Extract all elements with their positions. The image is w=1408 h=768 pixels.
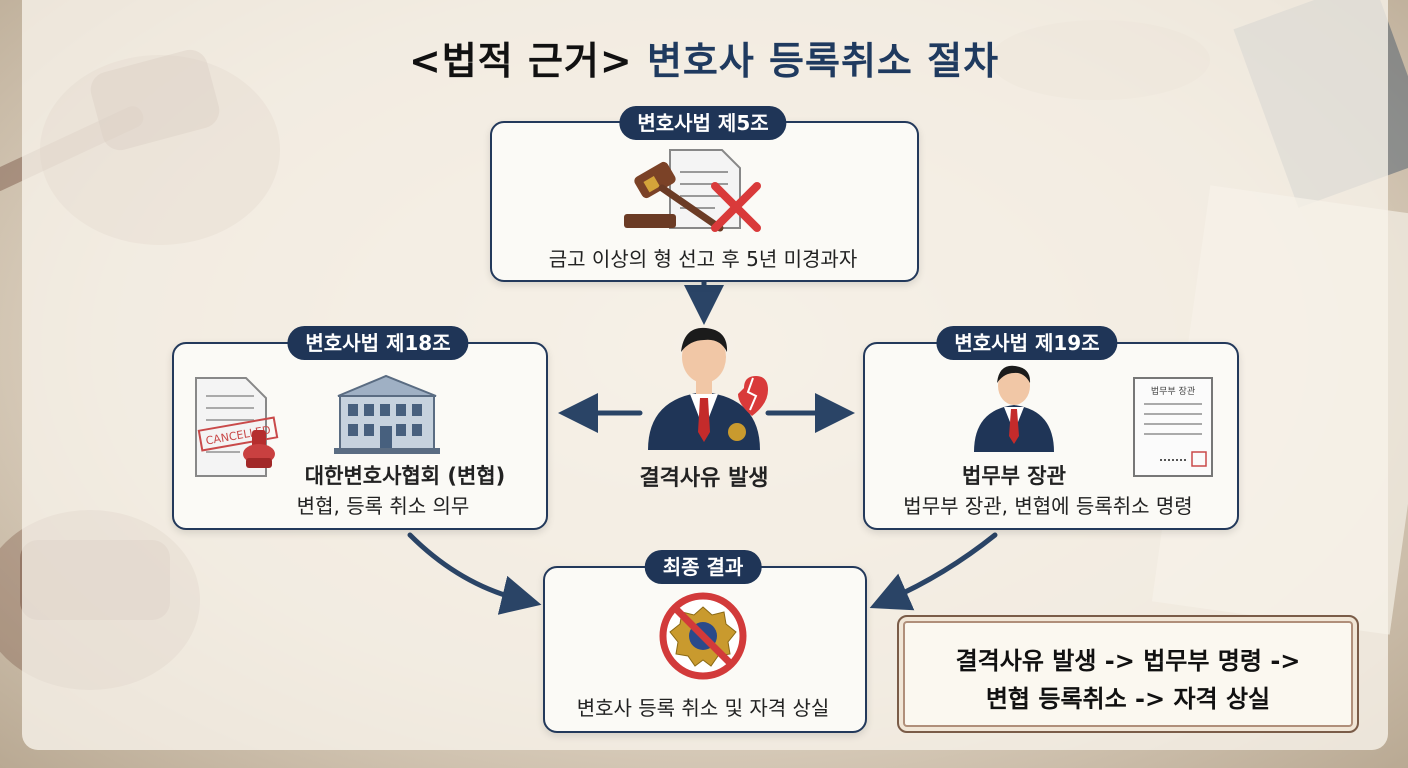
doc-header-text: 법무부 장관 [1151,386,1195,397]
article-18-badge: 변호사법 제18조 [287,326,469,360]
summary-line-1: 결격사유 발생 -> 법무부 명령 -> [955,647,1301,675]
title-prefix: <법적 근거> [408,39,633,83]
page-title: <법적 근거> 변호사 등록취소 절차 [0,30,1408,85]
article-5-description: 금고 이상의 형 선고 후 5년 미경과자 [548,247,858,271]
title-main: 변호사 등록취소 절차 [646,39,1000,83]
red-x-icon [711,182,761,232]
article-5-badge: 변호사법 제5조 [619,106,787,140]
order-document-icon [1133,377,1213,477]
arrow-right-to-bottom [869,532,998,611]
official-icon [974,365,1054,452]
association-name: 대한변호사협회 (변협) [304,464,506,488]
lawyer-icon [648,327,760,450]
broken-heart-icon [738,376,768,416]
minister-name: 법무부 장관 [962,464,1066,488]
arrow-left-to-bottom [407,532,542,615]
building-icon [334,374,440,454]
final-result-badge: 최종 결과 [644,550,762,584]
gavel-icon [624,161,724,232]
summary-line-2: 변협 등록취소 -> 자격 상실 [985,685,1271,713]
badge-pin [728,423,746,441]
article-19-badge: 변호사법 제19조 [936,326,1118,360]
association-duty: 변협, 등록 취소 의무 [296,494,470,518]
final-result-text: 변호사 등록 취소 및 자격 상실 [576,696,830,720]
center-label: 결격사유 발생 [639,466,769,491]
prohibited-badge-icon [659,592,747,680]
minister-order: 법무부 장관, 변협에 등록취소 명령 [903,494,1193,518]
summary-box: 결격사유 발생 -> 법무부 명령 -> 변협 등록취소 -> 자격 상실 [897,615,1359,733]
stamp-icon [243,430,275,468]
